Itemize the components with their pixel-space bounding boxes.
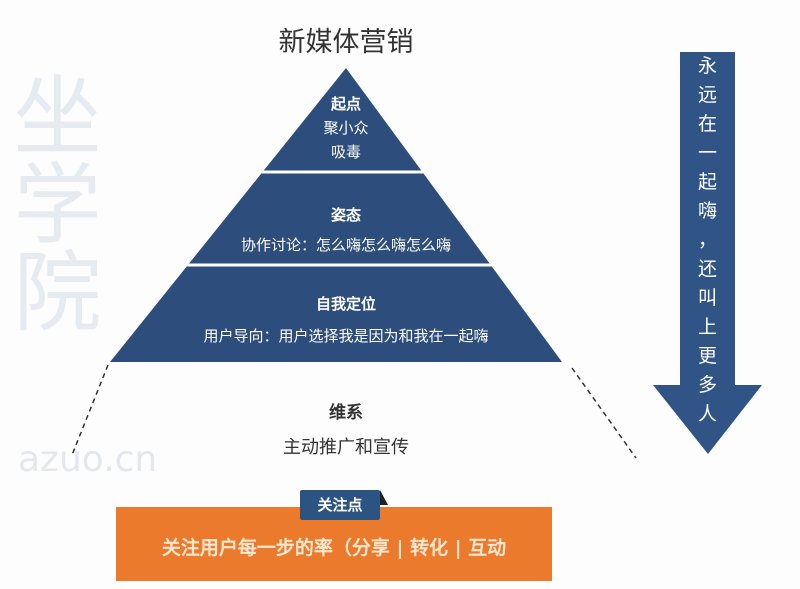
dashed-left: [71, 364, 109, 456]
arrow-char: 起: [697, 171, 717, 193]
base-level: 维系 主动推广和宣传: [246, 398, 446, 468]
arrow-char: 人: [697, 403, 717, 425]
arrow-text: 永 远 在 一 起 嗨 ， 还 叫 上 更 多 人: [680, 52, 735, 429]
level-line: 协作讨论：怎么嗨怎么嗨怎么嗨: [240, 236, 451, 254]
arrow-char: 还: [697, 258, 717, 280]
level-line: 聚小众: [323, 119, 369, 137]
level-middle: 姿态 协作讨论：怎么嗨怎么嗨怎么嗨: [196, 200, 496, 260]
level-bottom: 自我定位 用户导向：用户选择我是因为和我在一起嗨: [146, 288, 546, 352]
base-line: 主动推广和宣传: [283, 437, 409, 458]
focus-text: 关注用户每一步的率（分享 | 转化 | 互动: [161, 537, 507, 559]
base-heading: 维系: [329, 403, 363, 423]
level-heading: 姿态: [330, 206, 361, 224]
level-heading: 起点: [330, 95, 361, 113]
level-line: 用户导向：用户选择我是因为和我在一起嗨: [203, 327, 489, 345]
down-arrow: [653, 52, 762, 454]
arrow-char: 一: [697, 142, 717, 164]
diagram-title: 新媒体营销: [278, 27, 414, 58]
arrow-char: 嗨: [697, 200, 717, 222]
arrow-char: ，: [697, 229, 717, 251]
arrow-char: 更: [697, 345, 717, 367]
focus-tag: 关注点: [300, 490, 380, 520]
pyramid: [110, 68, 562, 362]
dashed-right: [571, 367, 637, 459]
level-line: 吸毒: [330, 143, 361, 161]
arrow-char: 永: [697, 55, 717, 77]
tag-fold: [380, 490, 388, 505]
arrow-char: 远: [697, 84, 717, 106]
level-top: 起点 聚小众 吸毒: [246, 92, 446, 164]
watermark-logo: 坐学院: [0, 70, 102, 334]
arrow-char: 上: [697, 316, 717, 338]
arrow-char: 多: [697, 374, 717, 396]
arrow-char: 在: [697, 113, 717, 135]
arrow-char: 叫: [697, 287, 717, 309]
level-heading: 自我定位: [315, 295, 376, 313]
watermark-url: azuo.cn: [18, 439, 158, 480]
